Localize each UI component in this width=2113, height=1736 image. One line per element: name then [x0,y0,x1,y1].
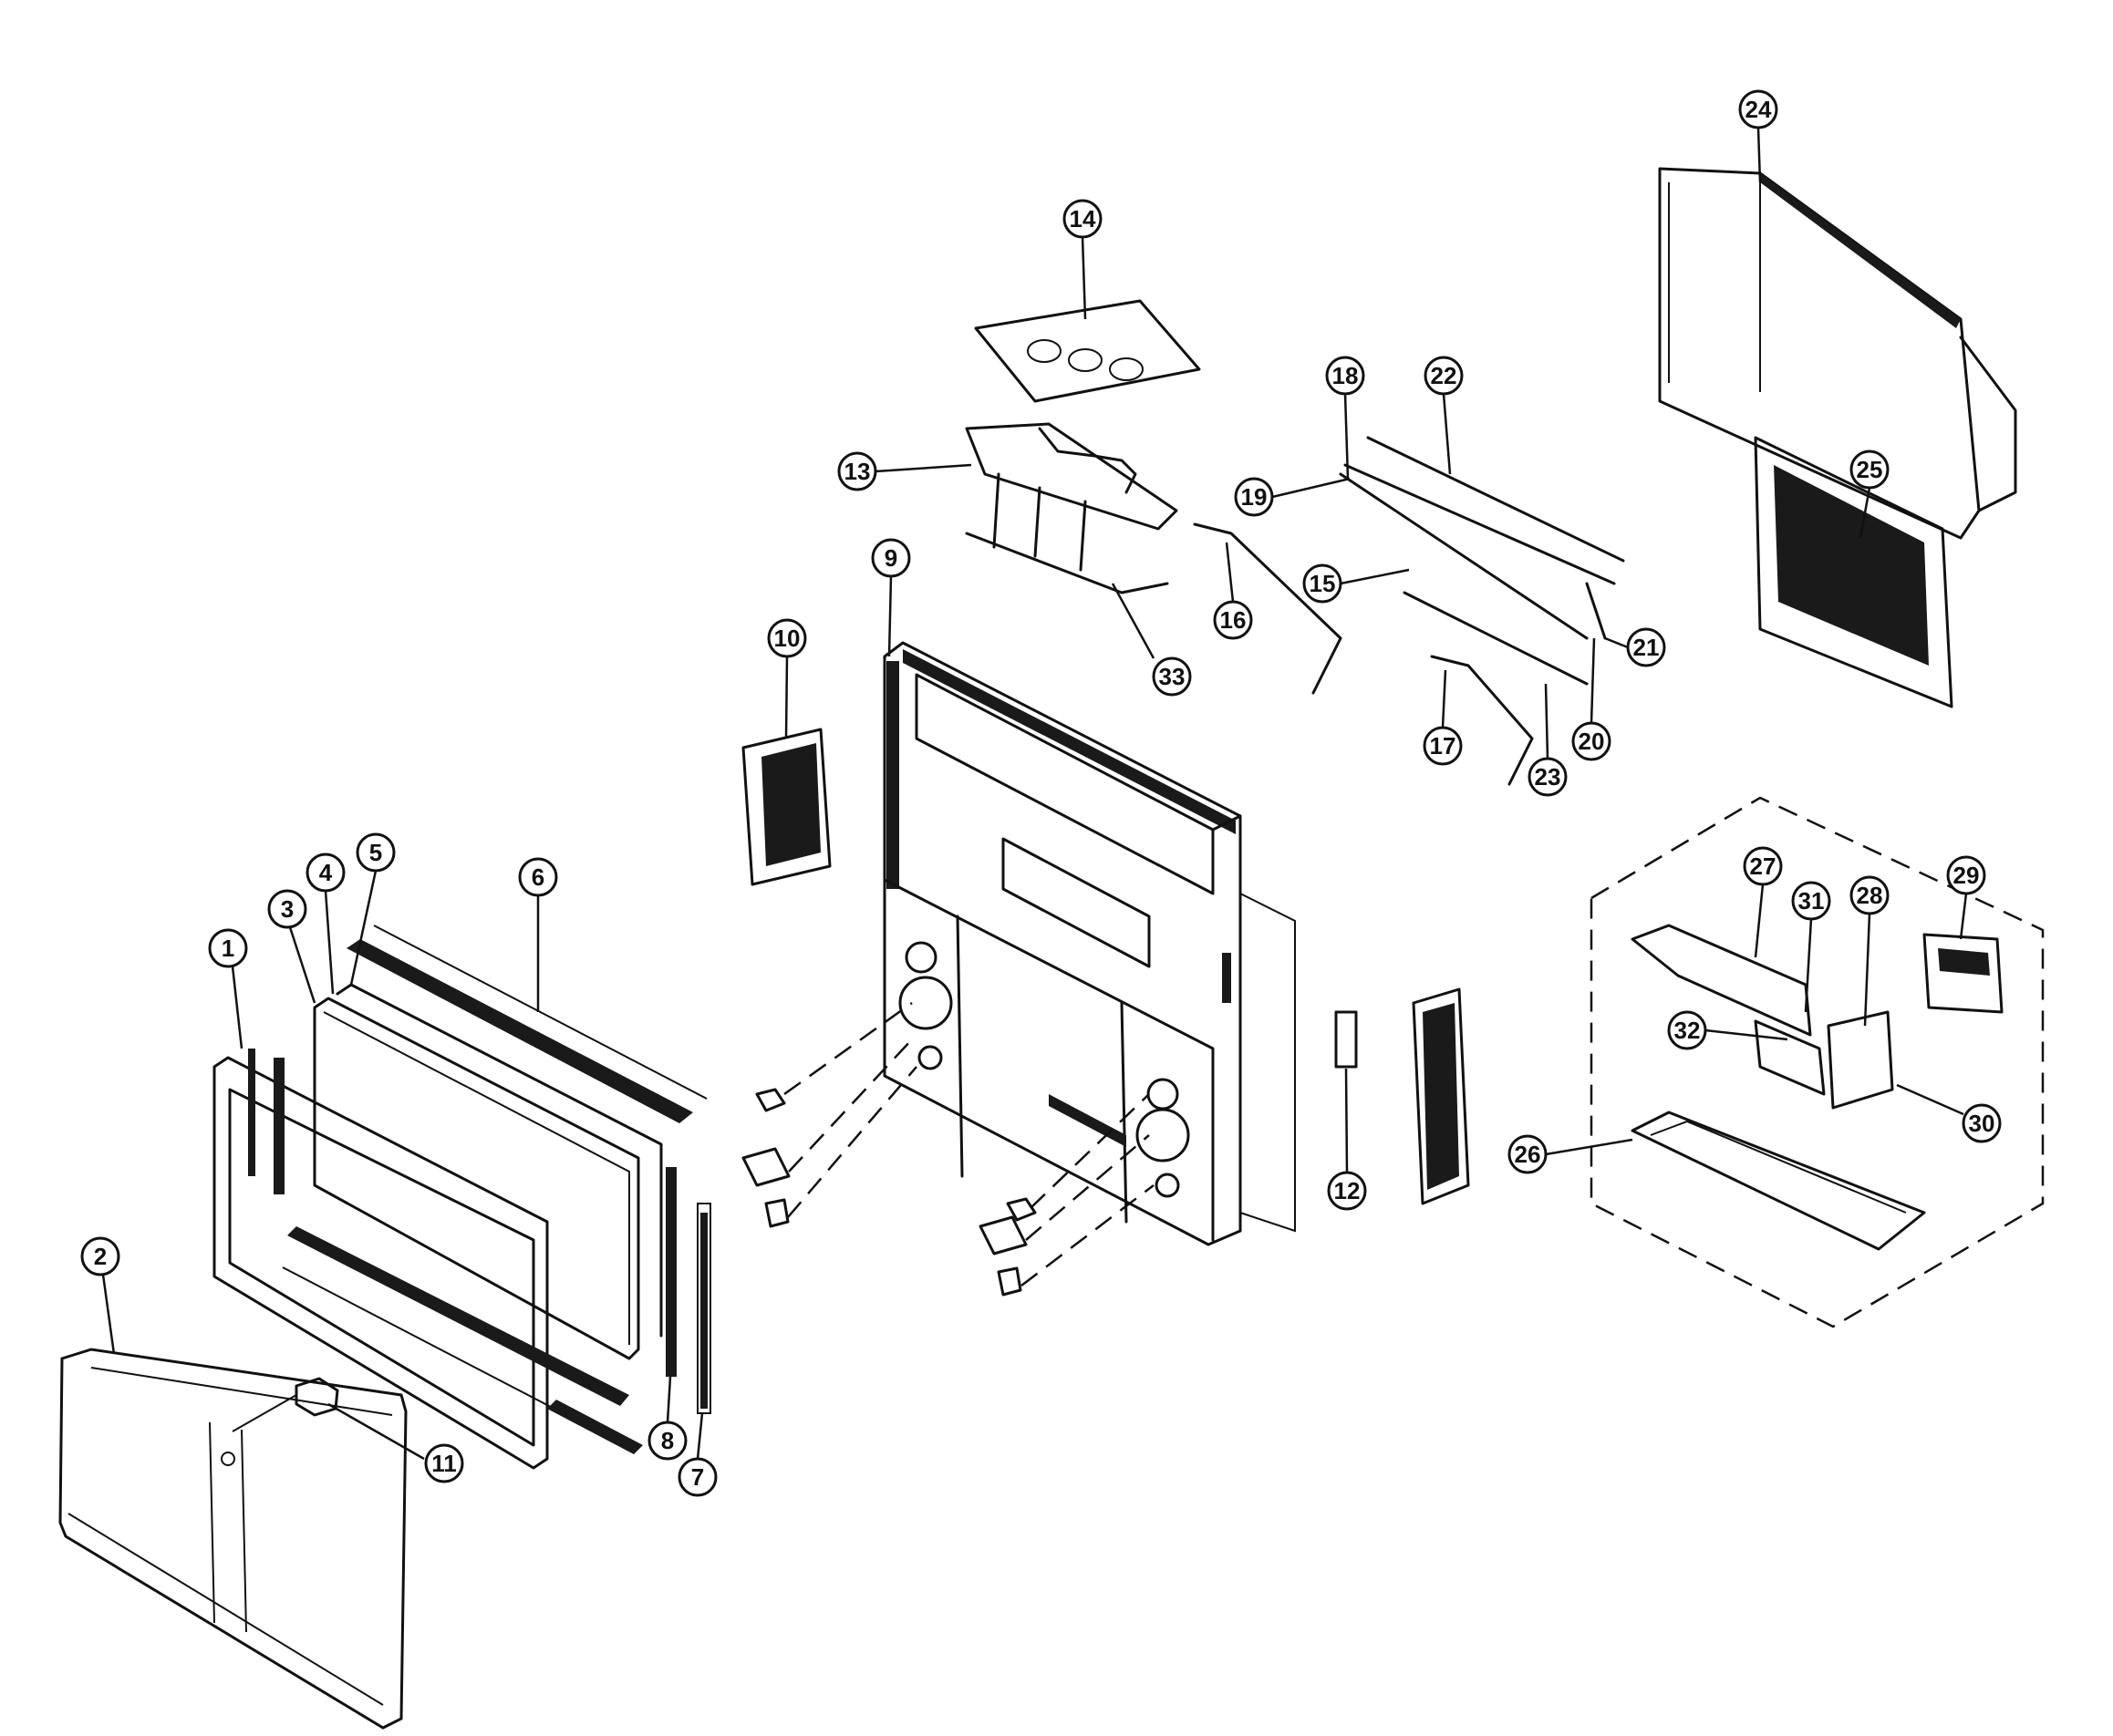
svg-text:28: 28 [1857,882,1883,909]
svg-text:27: 27 [1750,852,1776,880]
svg-text:8: 8 [661,1427,674,1454]
callout: 21 [1626,627,1666,667]
callout: 4 [306,852,346,893]
svg-text:6: 6 [532,863,544,891]
top-strip-part [347,925,708,1123]
callout: 5 [356,832,396,873]
rear-board-panel-part [1754,436,1953,708]
callout: 25 [1849,450,1890,490]
speaker-grille-right-part [1334,987,1470,1205]
svg-text:1: 1 [222,935,234,962]
callout: 20 [1571,721,1611,761]
callout: 14 [1062,199,1103,239]
rear-cover-part [1658,167,2017,540]
callout: 32 [1667,1010,1707,1050]
svg-text:25: 25 [1857,456,1883,483]
callout: 31 [1791,881,1831,921]
svg-text:7: 7 [691,1463,704,1491]
front-panel-part [58,1348,408,1730]
screen-layers-part [313,983,663,1360]
svg-text:32: 32 [1674,1017,1701,1044]
main-cabinet-part [883,641,1296,1246]
svg-text:17: 17 [1430,732,1456,760]
svg-text:5: 5 [369,839,382,866]
callout: 27 [1743,846,1783,886]
callout: 17 [1423,726,1463,766]
svg-text:13: 13 [844,458,871,485]
callout: 9 [871,538,911,578]
callout: 24 [1738,89,1778,129]
svg-text:9: 9 [885,544,897,572]
callout: 26 [1507,1134,1548,1174]
svg-text:26: 26 [1515,1141,1541,1168]
svg-text:12: 12 [1334,1177,1361,1204]
svg-text:33: 33 [1159,663,1186,690]
svg-text:30: 30 [1969,1110,1995,1137]
callout: 23 [1528,757,1568,797]
svg-text:22: 22 [1431,362,1457,389]
speaker-parts [741,1001,1155,1297]
callout: 16 [1213,600,1253,640]
callout: 11 [424,1443,464,1483]
svg-text:4: 4 [319,859,333,886]
callout: 13 [837,451,877,491]
svg-text:21: 21 [1633,634,1660,661]
callout: 8 [647,1421,688,1461]
svg-text:24: 24 [1745,96,1772,123]
svg-text:29: 29 [1953,862,1980,889]
svg-text:10: 10 [774,625,801,652]
callout: 33 [1152,656,1192,697]
mirror-sheet-part [974,299,1201,403]
main-chassis-part [1590,796,2045,1328]
svg-text:31: 31 [1798,887,1825,914]
callout: 2 [80,1236,120,1276]
svg-text:3: 3 [281,895,294,923]
callout: 7 [678,1457,718,1497]
callout: 10 [767,618,807,658]
callout: 19 [1234,477,1274,517]
callout: 22 [1424,356,1464,396]
svg-text:16: 16 [1220,606,1247,634]
svg-text:11: 11 [431,1450,457,1477]
callout: 30 [1962,1103,2002,1143]
svg-text:19: 19 [1241,483,1268,511]
callout: 1 [208,928,248,968]
svg-text:14: 14 [1070,205,1096,232]
svg-text:20: 20 [1579,728,1605,755]
callout: 12 [1327,1171,1367,1211]
light-engine-part [965,422,1178,594]
svg-text:23: 23 [1535,763,1561,790]
callout: 18 [1325,356,1365,396]
svg-text:18: 18 [1332,362,1359,389]
callout: 6 [518,857,558,897]
callout: 15 [1302,563,1342,604]
leader-lines [101,127,1968,1461]
screen-frame-part [212,1049,549,1470]
svg-text:15: 15 [1310,570,1336,597]
callout: 28 [1849,875,1890,915]
svg-text:2: 2 [94,1243,107,1270]
bottom-strip-part [282,1226,643,1454]
speaker-grille-left-part [741,728,832,886]
side-strips-part [666,1167,711,1414]
mirror-bracket-set-part [1193,436,1625,786]
callout: 29 [1946,855,1986,895]
callout: 3 [267,889,307,929]
